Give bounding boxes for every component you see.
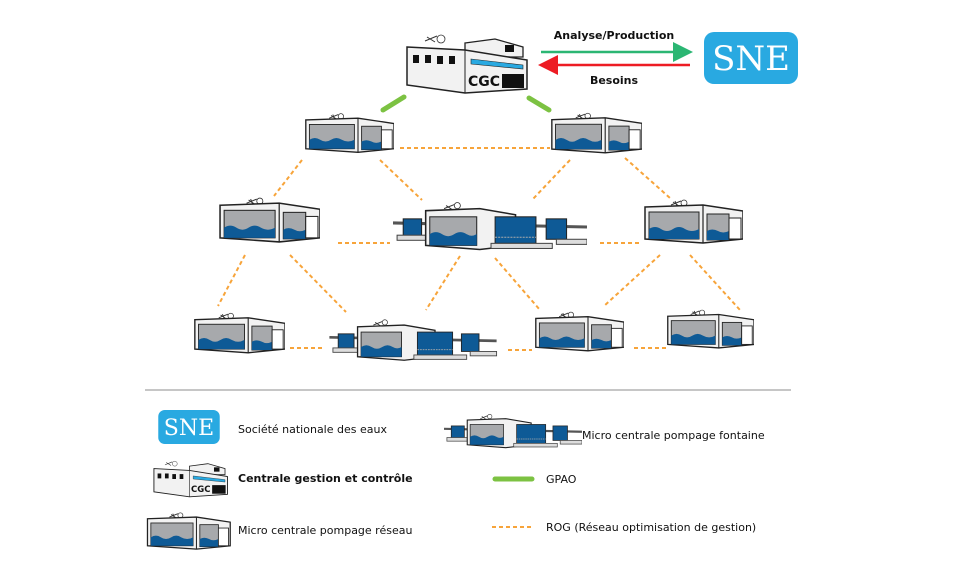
arrow-analyse-label: Analyse/Production xyxy=(554,29,674,42)
legend-item-reseau: Micro centrale pompage réseau xyxy=(146,512,412,550)
legend-item-cgc: CGC Centrale gestion et contrôle xyxy=(153,460,413,498)
gpao-link xyxy=(380,94,407,113)
rog-links xyxy=(217,147,741,351)
rog-link xyxy=(494,257,541,311)
legend-label: Micro centrale pompage fontaine xyxy=(582,429,765,442)
cgc-label: CGC xyxy=(468,74,500,90)
micro-centrale-reseau-icon xyxy=(146,512,231,550)
rog-link xyxy=(379,159,423,201)
rog-link xyxy=(425,255,461,311)
rog-link xyxy=(603,254,661,307)
legend-label: ROG (Réseau optimisation de gestion) xyxy=(546,521,756,534)
rog-link xyxy=(531,159,571,201)
micro-centrale-reseau-icon xyxy=(667,309,754,349)
legend-label: GPAO xyxy=(546,473,577,486)
legend-label: Société nationale des eaux xyxy=(238,423,387,436)
sne-logo: SNE xyxy=(704,32,798,84)
legend: SNE Société nationale des eaux CGC Centr… xyxy=(146,410,765,550)
legend-item-fontaine: Micro centrale pompage fontaine xyxy=(444,413,765,449)
rog-link xyxy=(289,254,347,313)
rog-link xyxy=(217,254,246,307)
rog-link xyxy=(689,254,741,311)
cgc-building-icon xyxy=(406,34,528,94)
micro-centrale-fontaine-icon xyxy=(444,413,582,449)
sne-label: SNE xyxy=(712,39,790,79)
micro-centrale-reseau-icon xyxy=(644,199,743,244)
gpao-links xyxy=(380,94,552,113)
sne-label: SNE xyxy=(164,416,214,441)
legend-item-sne: SNE Société nationale des eaux xyxy=(158,410,387,444)
legend-label: Centrale gestion et contrôle xyxy=(238,472,413,485)
legend-item-gpao: GPAO xyxy=(492,473,577,486)
arrow-besoins-label: Besoins xyxy=(590,74,639,87)
micro-centrale-reseau-icon xyxy=(219,197,320,243)
micro-centrale-reseau-icon xyxy=(194,312,285,354)
gpao-link xyxy=(526,95,552,113)
rog-link xyxy=(273,159,303,197)
micro-centrale-reseau-icon xyxy=(535,311,624,352)
micro-centrale-reseau-icon xyxy=(305,112,394,154)
cgc-label: CGC xyxy=(191,485,210,495)
micro-centrale-reseau-icon xyxy=(551,112,642,154)
micro-centrale-fontaine-icon xyxy=(327,318,499,362)
rog-link xyxy=(624,157,671,199)
cgc-building: CGC xyxy=(406,34,528,94)
micro-centrale-fontaine-icon xyxy=(393,200,587,252)
legend-label: Micro centrale pompage réseau xyxy=(238,524,412,537)
legend-item-rog: ROG (Réseau optimisation de gestion) xyxy=(492,521,756,534)
